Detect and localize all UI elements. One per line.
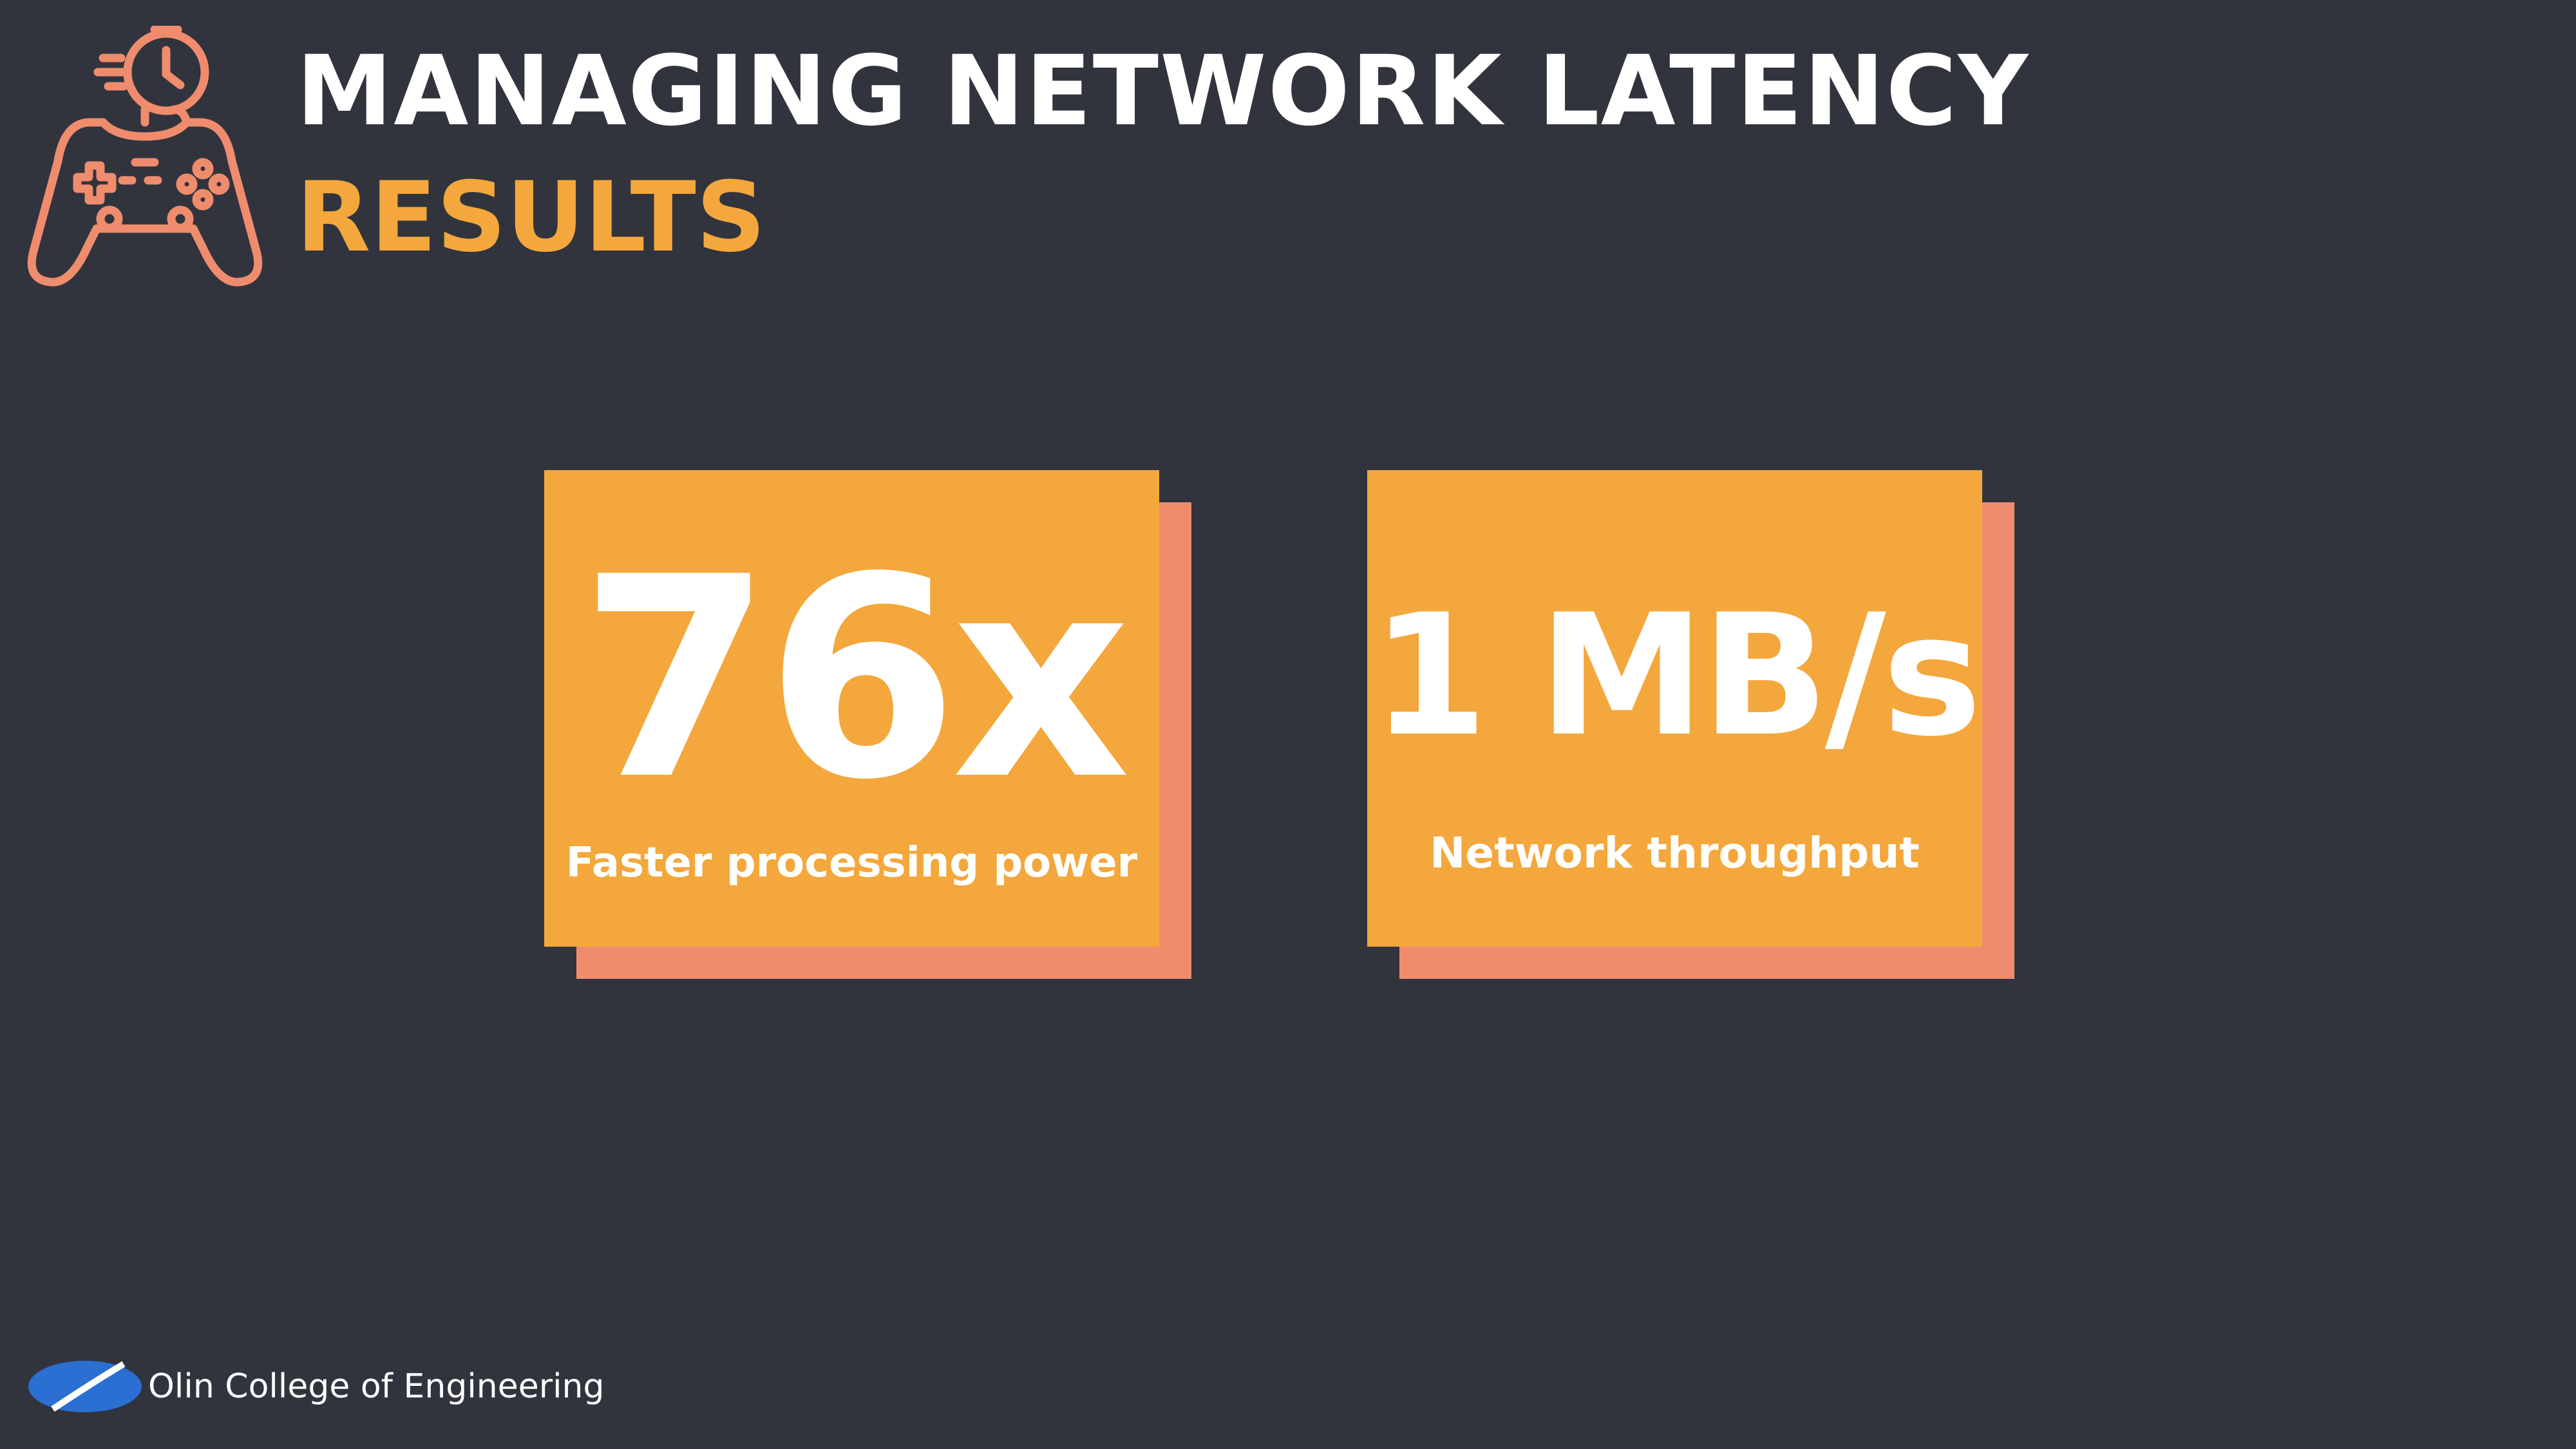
slide-title: MANAGING NETWORK LATENCY <box>296 35 2030 147</box>
stat-label: Faster processing power <box>565 839 1138 887</box>
olin-logo-icon <box>28 1361 142 1412</box>
slide-subtitle: RESULTS <box>296 162 766 274</box>
gamepad-stopwatch-icon <box>27 26 263 287</box>
card-face: 1 MB/s Network throughput <box>1367 470 1982 947</box>
stat-card-processing: 76x Faster processing power <box>544 470 1191 979</box>
stat-value: 1 MB/s <box>1371 579 1982 773</box>
stat-card-throughput: 1 MB/s Network throughput <box>1367 470 2014 979</box>
card-face: 76x Faster processing power <box>544 470 1159 947</box>
stat-value: 76x <box>579 518 1131 840</box>
stat-label: Network throughput <box>1430 828 1920 878</box>
footer-text: Olin College of Engineering <box>148 1367 605 1406</box>
